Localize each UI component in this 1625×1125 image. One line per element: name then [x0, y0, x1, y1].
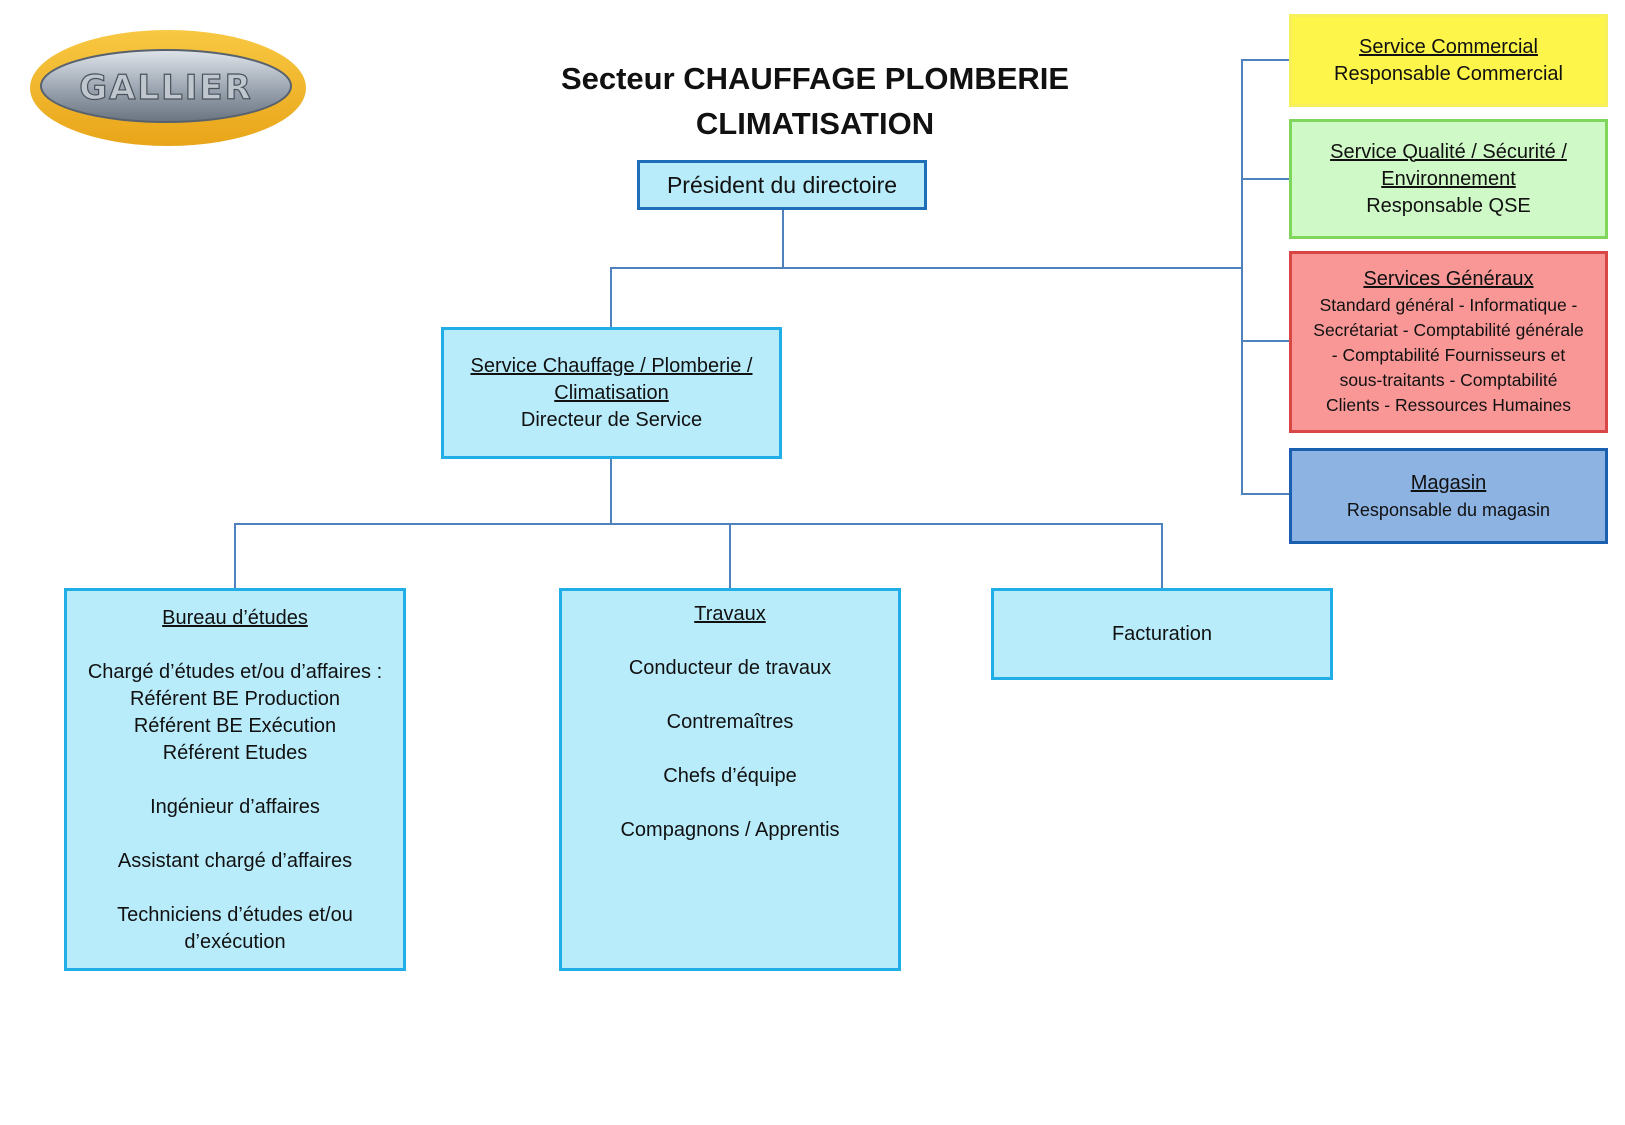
service-chauffage-box[interactable]: Service Chauffage / Plomberie / Climatis…	[441, 327, 782, 459]
bureau-line: Techniciens d’études et/ou	[117, 904, 353, 926]
services-generaux-name: Services Généraux	[1363, 268, 1534, 290]
service-qse-name-1: Service Qualité / Sécurité /	[1330, 140, 1567, 163]
connector-main-horizontal	[610, 267, 1242, 269]
facturation-box[interactable]: Facturation	[991, 588, 1333, 680]
title-line-2: CLIMATISATION	[695, 106, 935, 141]
magasin-box[interactable]: Magasin Responsable du magasin	[1289, 448, 1608, 544]
service-commercial-role: Responsable Commercial	[1334, 62, 1563, 85]
services-generaux-line: Clients - Ressources Humaines	[1325, 395, 1572, 415]
travaux-name: Travaux	[694, 603, 766, 625]
travaux-line: Chefs d’équipe	[663, 765, 797, 787]
connector-president-down	[782, 210, 784, 269]
bureau-line: Chargé d’études et/ou d’affaires :	[87, 661, 383, 683]
bureau-line: Référent BE Production	[129, 688, 341, 710]
travaux-line: Conducteur de travaux	[628, 657, 832, 679]
service-qse-role: Responsable QSE	[1366, 194, 1531, 217]
services-generaux-line: sous-traitants - Comptabilité	[1339, 370, 1558, 390]
gallier-logo: GALLIER	[28, 28, 318, 153]
facturation-name: Facturation	[1111, 622, 1213, 645]
services-generaux-line: Standard général - Informatique -	[1319, 295, 1578, 315]
service-chauffage-role: Directeur de Service	[520, 408, 703, 431]
services-generaux-line: - Comptabilité Fournisseurs et	[1331, 345, 1566, 365]
magasin-role: Responsable du magasin	[1346, 499, 1551, 520]
connector-to-generaux	[1241, 340, 1290, 342]
connector-service-main-down	[610, 458, 612, 525]
connector-to-commercial	[1241, 59, 1290, 61]
connector-to-bureau	[234, 523, 236, 589]
service-chauffage-name-1: Service Chauffage / Plomberie /	[470, 354, 753, 377]
travaux-line: Compagnons / Apprentis	[620, 819, 840, 841]
travaux-line: Contremaîtres	[666, 711, 794, 733]
bureau-etudes-name: Bureau d’études	[162, 607, 308, 629]
connector-to-travaux	[729, 523, 731, 589]
connector-bottom-horizontal	[234, 523, 1163, 525]
bureau-line: Référent BE Exécution	[133, 715, 337, 737]
services-generaux-line: Secrétariat - Comptabilité générale	[1313, 320, 1584, 340]
connector-side-vertical	[1241, 59, 1243, 495]
service-commercial-box[interactable]: Service Commercial Responsable Commercia…	[1289, 14, 1608, 107]
connector-to-facturation	[1161, 523, 1163, 589]
president-box[interactable]: Président du directoire	[637, 160, 927, 210]
service-commercial-name: Service Commercial	[1359, 35, 1538, 58]
bureau-line: Référent Etudes	[162, 742, 308, 764]
logo-text: GALLIER	[79, 68, 253, 108]
connector-to-service-main	[610, 267, 612, 328]
service-qse-name-2: Environnement	[1381, 167, 1516, 190]
title-line-1: Secteur CHAUFFAGE PLOMBERIE	[560, 61, 1070, 96]
bureau-line: Ingénieur d’affaires	[150, 796, 320, 818]
magasin-name: Magasin	[1410, 471, 1487, 494]
bureau-etudes-box[interactable]: Bureau d’études Chargé d’études et/ou d’…	[64, 588, 406, 971]
service-qse-box[interactable]: Service Qualité / Sécurité / Environneme…	[1289, 119, 1608, 239]
connector-to-qse	[1241, 178, 1290, 180]
service-chauffage-name-2: Climatisation	[554, 381, 669, 404]
travaux-box[interactable]: Travaux Conducteur de travaux Contremaît…	[559, 588, 901, 971]
bureau-line: d’exécution	[184, 931, 286, 953]
services-generaux-box[interactable]: Services Généraux Standard général - Inf…	[1289, 251, 1608, 433]
page-title: Secteur CHAUFFAGE PLOMBERIE CLIMATISATIO…	[480, 56, 1150, 146]
president-label: Président du directoire	[666, 171, 898, 198]
connector-to-magasin	[1241, 493, 1290, 495]
bureau-line: Assistant chargé d’affaires	[117, 850, 353, 872]
